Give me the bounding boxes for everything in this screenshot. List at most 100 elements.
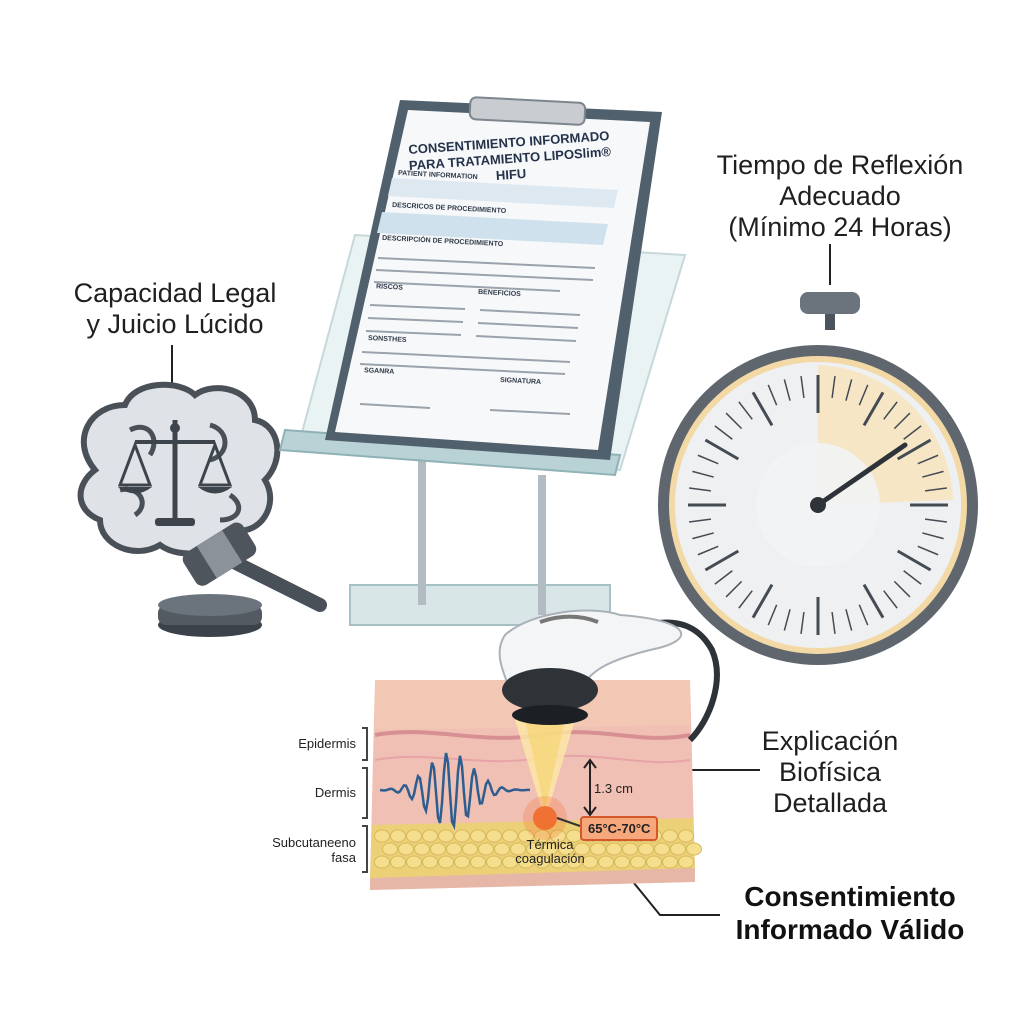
clock-tick bbox=[697, 545, 719, 556]
clock-tick bbox=[689, 487, 712, 492]
clock-tick bbox=[751, 391, 774, 427]
fat-cell bbox=[542, 842, 558, 856]
label-time-line1: Tiempo de Reflexión bbox=[716, 150, 964, 180]
fat-cell bbox=[574, 842, 590, 856]
label-capacity-line1: Capacidad Legal bbox=[73, 278, 277, 308]
clock-tick bbox=[751, 583, 774, 619]
clock-tick bbox=[858, 384, 869, 406]
clock-tick bbox=[692, 470, 714, 478]
clock-tick bbox=[783, 379, 791, 401]
clock-tick bbox=[893, 412, 911, 430]
fat-cell bbox=[678, 855, 694, 869]
clock-tick bbox=[697, 454, 719, 465]
fat-cell bbox=[686, 842, 702, 856]
fat-cell bbox=[462, 842, 478, 856]
label-explain-line3: Detallada bbox=[772, 788, 888, 818]
clock-tick bbox=[831, 611, 836, 634]
clock-tick bbox=[917, 454, 939, 465]
fat-cell bbox=[510, 842, 526, 856]
form-section-label: RISCOS bbox=[375, 283, 404, 292]
fat-cell bbox=[382, 842, 398, 856]
stopwatch-icon bbox=[658, 292, 978, 665]
label-valid-line1: Consentimiento bbox=[744, 881, 956, 912]
clock-tick bbox=[924, 518, 947, 523]
clock-tick bbox=[922, 532, 944, 540]
clock-tick bbox=[862, 583, 885, 619]
fat-cell bbox=[518, 855, 534, 869]
fat-cell bbox=[622, 842, 638, 856]
clock-tick bbox=[738, 590, 753, 609]
clock-tick bbox=[767, 384, 778, 406]
label-time-line3: (Mínimo 24 Horas) bbox=[728, 212, 952, 242]
fat-cell bbox=[374, 855, 390, 869]
fat-cell bbox=[550, 855, 566, 869]
clock-tick bbox=[800, 611, 805, 634]
fat-cell bbox=[606, 842, 622, 856]
fat-cell bbox=[374, 829, 390, 843]
clock-tick bbox=[767, 604, 778, 626]
clock-tick bbox=[883, 590, 898, 609]
label-valid-consent: Consentimiento Informado Válido bbox=[720, 880, 980, 946]
fat-cell bbox=[470, 829, 486, 843]
clock-tick bbox=[704, 549, 740, 572]
fat-cell bbox=[526, 842, 542, 856]
fat-cell bbox=[502, 855, 518, 869]
fat-cell bbox=[670, 842, 686, 856]
fat-cell bbox=[558, 842, 574, 856]
label-capacity: Capacidad Legal y Juicio Lúcido bbox=[40, 278, 310, 340]
fat-cell bbox=[582, 855, 598, 869]
clock-tick bbox=[903, 425, 922, 440]
fat-cell bbox=[598, 855, 614, 869]
clock-tick bbox=[917, 545, 939, 556]
fat-cell bbox=[566, 855, 582, 869]
fat-cell bbox=[502, 829, 518, 843]
fat-cell bbox=[430, 842, 446, 856]
label-reflection-time: Tiempo de Reflexión Adecuado (Mínimo 24 … bbox=[700, 150, 980, 243]
label-biophysical-explanation: Explicación Biofísica Detallada bbox=[740, 726, 920, 819]
depth-arrow-bottom bbox=[583, 806, 597, 817]
clock-tick bbox=[725, 580, 743, 598]
fat-cell bbox=[534, 829, 550, 843]
fat-cell bbox=[406, 855, 422, 869]
depth-arrow-top bbox=[583, 758, 597, 769]
fat-cell bbox=[678, 829, 694, 843]
fat-cell bbox=[494, 842, 510, 856]
fat-cell bbox=[534, 855, 550, 869]
clock-tick bbox=[714, 425, 733, 440]
fat-cell bbox=[398, 842, 414, 856]
fat-cell bbox=[518, 829, 534, 843]
clock-tick bbox=[903, 570, 922, 585]
fat-cell bbox=[662, 855, 678, 869]
label-coagulation: Térmica coagulación bbox=[500, 838, 600, 866]
label-valid-line2: Informado Válido bbox=[735, 914, 965, 945]
label-explain-line1: Explicación bbox=[761, 726, 899, 756]
clock-tick bbox=[845, 379, 853, 401]
fat-cell bbox=[438, 855, 454, 869]
ultrasound-wave bbox=[379, 752, 530, 831]
clock-tick bbox=[689, 518, 712, 523]
fat-cell bbox=[630, 855, 646, 869]
fat-cell bbox=[438, 829, 454, 843]
fat-cell bbox=[654, 842, 670, 856]
label-dermis: Dermis bbox=[314, 785, 356, 800]
scales-of-justice-icon bbox=[117, 420, 233, 526]
fat-cell bbox=[614, 855, 630, 869]
fat-cell bbox=[486, 829, 502, 843]
skin-layer-brackets bbox=[362, 727, 368, 873]
fat-cell bbox=[638, 842, 654, 856]
label-time-line2: Adecuado bbox=[779, 181, 901, 211]
temperature-badge: 65°C-70°C bbox=[580, 816, 659, 841]
label-capacity-line2: y Juicio Lúcido bbox=[86, 309, 264, 339]
leader-line-valid bbox=[624, 871, 720, 916]
clock-tick bbox=[738, 401, 753, 420]
fat-cell bbox=[646, 855, 662, 869]
clock-tick bbox=[783, 609, 791, 631]
fat-cell bbox=[486, 855, 502, 869]
clock-tick bbox=[893, 580, 911, 598]
fat-cell bbox=[406, 829, 422, 843]
fat-cell bbox=[662, 829, 678, 843]
clock-tick bbox=[862, 391, 885, 427]
clock-tick bbox=[883, 401, 898, 420]
focus-connector bbox=[556, 817, 581, 827]
fat-cell bbox=[390, 855, 406, 869]
